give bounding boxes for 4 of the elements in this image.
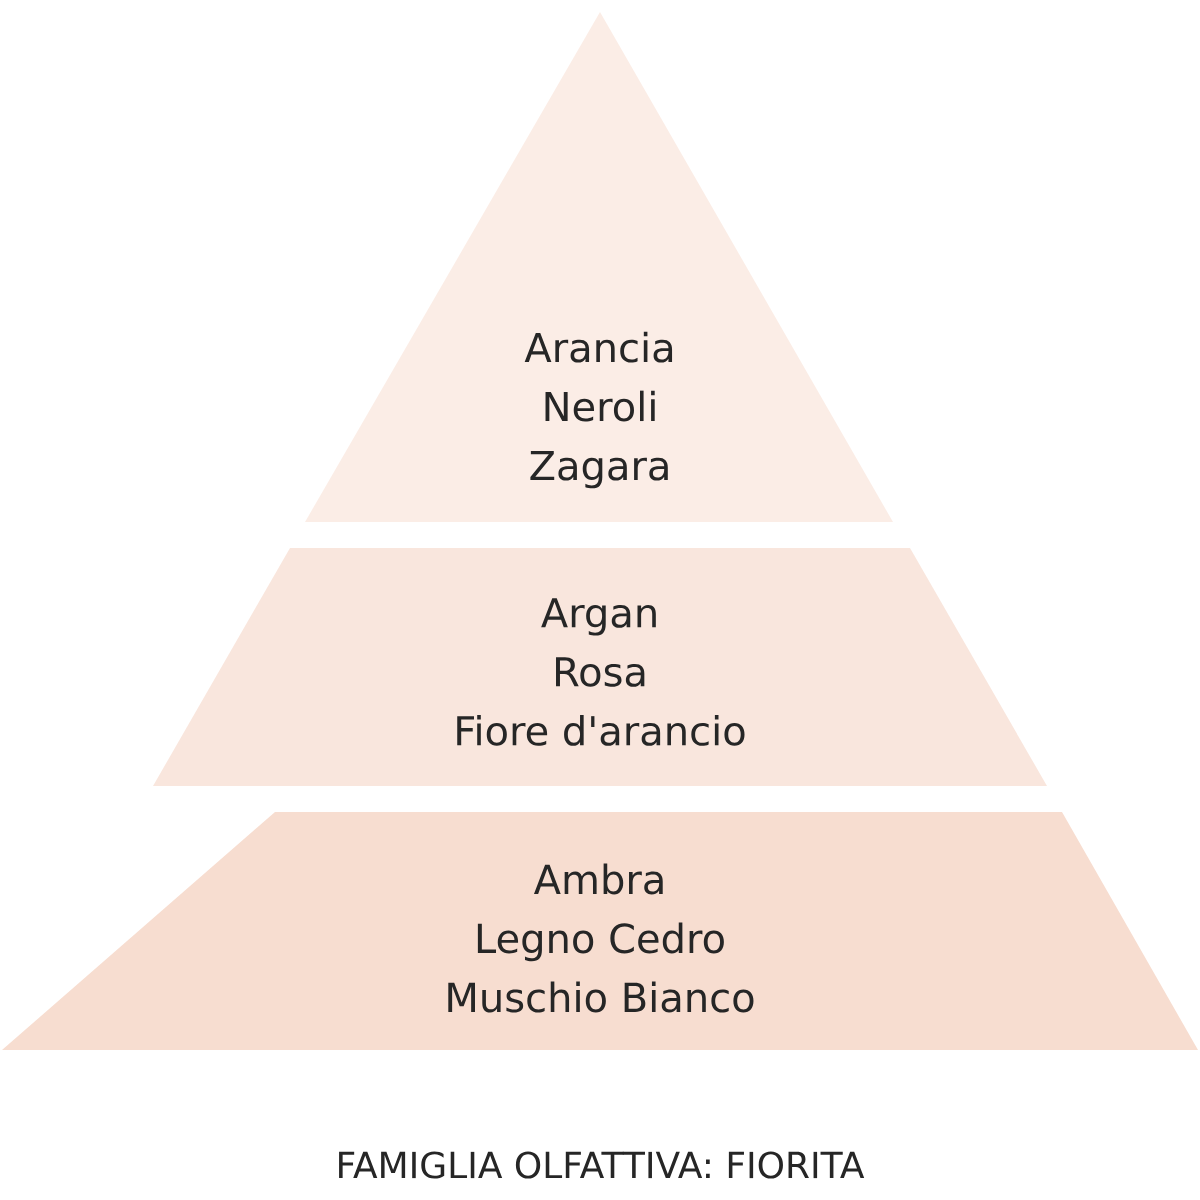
- pyramid-layer: Argan Rosa Fiore d'arancio: [153, 548, 1047, 786]
- caption: FAMIGLIA OLFATTIVA: FIORITA: [339, 1151, 865, 1179]
- pyramid-layer: Arancia Neroli Zagara: [305, 12, 893, 522]
- pyramid-layer: Ambra Legno Cedro Muschio Bianco: [2, 812, 1198, 1050]
